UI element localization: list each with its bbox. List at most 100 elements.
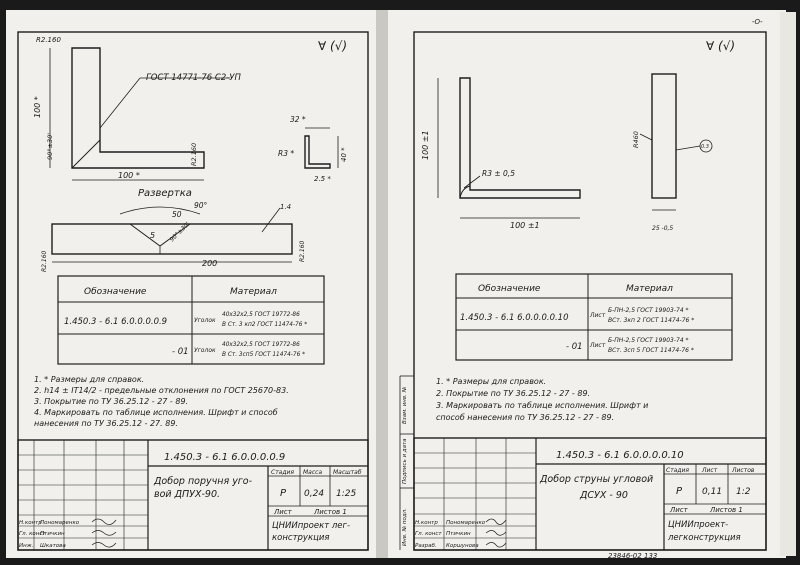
left-doc-name-1: Добор поручня уго- (153, 476, 253, 487)
left-col-material: Материал (230, 287, 277, 297)
right-sheet-label: Лист (669, 506, 689, 514)
left-dev-radius-left: R2.160 (41, 250, 48, 272)
left-dev-radius-right: R2.160 (299, 240, 306, 262)
right-note: способ нанесения по ТУ 36.25.12 - 27 - 8… (436, 413, 614, 422)
left-dim-width: 100 * (118, 171, 140, 180)
left-section-thickness: 2.5 * (314, 175, 331, 183)
right-sheet (384, 10, 786, 558)
left-row1-mat-top: 40х32х2,5 ГОСТ 19772-86 (222, 312, 300, 318)
right-side-strip: Подпись и дата (402, 438, 408, 484)
left-signer-role: Гл. конст (19, 531, 46, 537)
right-doc-name-2: ДСУХ - 90 (579, 490, 628, 501)
right-strip-radius: R460 (632, 131, 640, 148)
left-section-height: 40 * (340, 147, 348, 162)
right-stage: Р (676, 486, 683, 497)
left-dev-angle: 90° (194, 201, 208, 210)
right-title-block (413, 437, 767, 551)
right-dim-radius: R3 ± 0,5 (482, 169, 515, 178)
left-finish-mark: ∀ (√) (318, 39, 347, 53)
right-signer-role: Гл. конст (415, 531, 442, 537)
right-row2-mat-top: Б-ПН-2,5 ГОСТ 19903-74 * (608, 337, 689, 344)
left-development-view (51, 206, 293, 263)
left-row2-mat-bottom: В Ст. 3сп5 ГОСТ 11474-76 * (222, 352, 305, 358)
right-material-table (455, 273, 733, 361)
left-row2-prefix: Уголок (194, 347, 216, 354)
left-row1-mat-bottom: В Ст. 3 кп2 ГОСТ 11474-76 * (222, 322, 307, 328)
left-h-scale: Масштаб (333, 469, 362, 476)
left-stage: Р (280, 488, 287, 499)
right-signer-role: Разраб. (415, 543, 437, 549)
right-dim-width: 100 ±1 (510, 221, 540, 230)
right-row1-mat-bottom: ВСт. 3кп 2 ГОСТ 11474-76 * (608, 317, 694, 324)
left-row1-prefix: Уголок (194, 317, 216, 324)
right-strip-callout: 0.3 (701, 144, 709, 150)
right-page-number: 133 (644, 552, 657, 560)
left-sheets-label: Листов 1 (313, 508, 347, 516)
left-section (304, 127, 339, 169)
right-strip-view (639, 73, 713, 211)
left-h-mass: Масса (303, 469, 322, 476)
right-notes: 1. * Размеры для справок. 2. Покрытие по… (436, 377, 648, 422)
left-row1-code: 1.450.3 - 6.1 6.0.0.0.0.9 (64, 317, 167, 327)
left-dim-height: 100 * (33, 96, 42, 118)
right-h-sheet: Лист (701, 467, 718, 474)
right-h-sheets: Листов (731, 467, 755, 474)
right-bottom-code: 23846-02 (608, 552, 642, 560)
left-weld-standard: ГОСТ 14771-76 С2-УП (146, 73, 241, 83)
right-org-2: легконструкция (667, 533, 741, 543)
left-org-2: конструкция (272, 533, 330, 543)
right-sheets-label: Листов 1 (709, 506, 743, 514)
left-section-top: 32 * (290, 115, 306, 124)
right-row1-code: 1.450.3 - 6.1 6.0.0.0.0.10 (460, 313, 569, 323)
right-note: 2. Покрытие по ТУ 36.25.12 - 27 - 89. (436, 389, 590, 398)
left-signer-role: Н.контр (19, 520, 42, 526)
left-title-block (17, 439, 369, 551)
left-dev-leg: 50 (172, 210, 182, 219)
left-dev-note: 1.4 (280, 203, 291, 211)
left-material-table (57, 275, 325, 365)
left-mass: 0,24 (304, 489, 324, 499)
right-signatures (485, 518, 507, 548)
right-scale: 1:2 (736, 487, 751, 497)
right-row1-prefix: Лист (589, 312, 606, 319)
left-scale: 1:25 (336, 489, 356, 499)
right-mass: 0,11 (702, 487, 722, 497)
left-signer-name: Шкатова (40, 543, 66, 549)
right-note: 1. * Размеры для справок. (436, 377, 546, 386)
right-finish-mark: ∀ (√) (706, 39, 735, 53)
left-signer-role: Инж. (19, 543, 34, 549)
left-note: 4. Маркировать по таблице исполнения. Шр… (34, 408, 278, 417)
right-col-material: Материал (626, 284, 673, 294)
left-col-designation: Обозначение (84, 287, 147, 297)
right-signer-name: Пономаренко (446, 520, 486, 526)
left-note: 3. Покрытие по ТУ 36.25.12 - 27 - 89. (34, 397, 188, 406)
left-angle-profile (49, 47, 230, 181)
right-row2-prefix: Лист (589, 342, 606, 349)
right-corner-mark: -O- (752, 18, 763, 26)
left-signer-name: Пономаренко (40, 520, 80, 526)
left-notes: 1. * Размеры для справок. 2. h14 ± IT14/… (34, 375, 289, 428)
left-development-title: Развертка (138, 188, 192, 199)
left-dev-total: 200 (202, 259, 217, 268)
left-signatures (91, 518, 117, 548)
right-strip-width: 25 -0,5 (652, 225, 673, 232)
left-note: 2. h14 ± IT14/2 - предельные отклонения … (34, 386, 289, 395)
left-note: 1. * Размеры для справок. (34, 375, 144, 384)
right-dim-height: 100 ±1 (421, 130, 430, 160)
right-angle-profile (437, 77, 581, 219)
right-side-strip: Взам. инв. № (402, 386, 408, 424)
right-side-strip: Инв. № подл. (402, 508, 408, 546)
left-radius-mark: R2.160 (36, 36, 61, 44)
left-dim-angle: 90°±30' (46, 133, 54, 160)
left-doc-name-2: вой ДПУХ-90. (154, 489, 220, 500)
left-sheet-label: Лист (273, 508, 293, 516)
left-dim-radius: R2.160 (190, 143, 198, 166)
right-signer-name: Птичкин (446, 531, 471, 537)
left-note: нанесения по ТУ 36.25.12 - 27. 89. (34, 419, 178, 428)
right-org-1: ЦНИИпроект- (668, 520, 728, 530)
right-h-stage: Стадия (666, 467, 689, 474)
left-dev-gap: 5 (150, 231, 155, 240)
right-note: 3. Маркировать по таблице исполнения. Шр… (436, 401, 648, 410)
right-row1-mat-top: Б-ПН-2,5 ГОСТ 19903-74 * (608, 307, 689, 314)
